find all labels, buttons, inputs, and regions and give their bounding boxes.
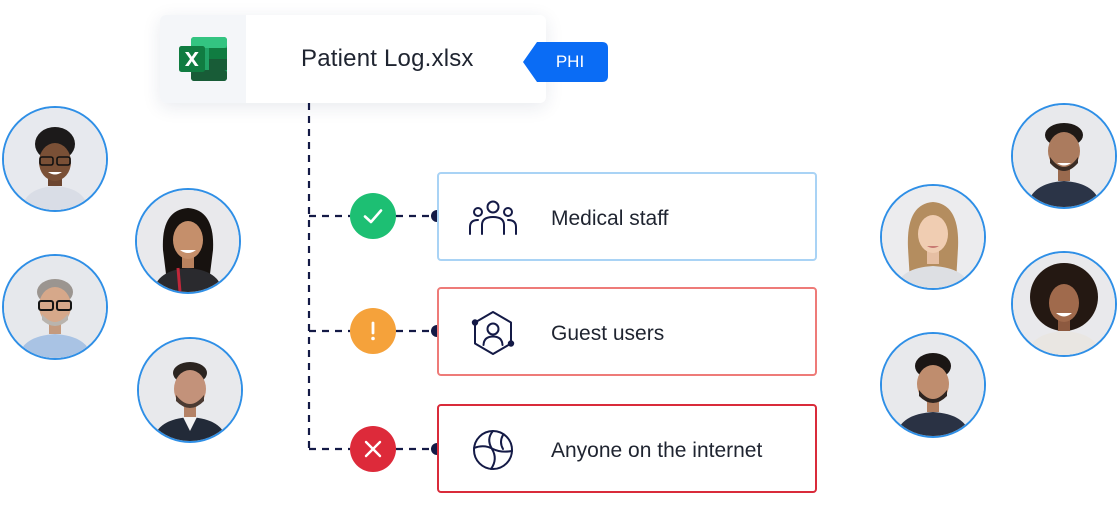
- avatar-person-2: [135, 188, 241, 294]
- access-row-guest-users[interactable]: Guest users: [437, 287, 817, 376]
- avatar-person-6: [880, 184, 986, 290]
- avatar-person-5: [1011, 103, 1117, 209]
- row-label-anyone-internet: Anyone on the internet: [551, 439, 763, 462]
- person-photo: [1013, 253, 1115, 355]
- access-row-anyone-internet[interactable]: Anyone on the internet: [437, 404, 817, 493]
- file-card[interactable]: Patient Log.xlsx: [160, 15, 546, 103]
- row-label-medical-staff: Medical staff: [551, 207, 669, 230]
- status-blocked: [350, 426, 396, 472]
- globe-icon: [467, 426, 519, 474]
- avatar-person-8: [880, 332, 986, 438]
- check-icon: [363, 209, 383, 224]
- avatar-person-1: [2, 106, 108, 212]
- avatar-person-3: [2, 254, 108, 360]
- person-photo: [139, 339, 241, 441]
- person-photo: [1013, 105, 1115, 207]
- person-photo: [882, 334, 984, 436]
- status-allowed: [350, 193, 396, 239]
- file-name: Patient Log.xlsx: [301, 45, 474, 72]
- phi-tag: [523, 42, 608, 82]
- guest-user-icon: [467, 309, 519, 357]
- status-warning: [350, 308, 396, 354]
- row-label-guest-users: Guest users: [551, 322, 665, 345]
- person-photo: [882, 186, 984, 288]
- access-row-medical-staff[interactable]: Medical staff: [437, 172, 817, 261]
- avatar-person-4: [137, 337, 243, 443]
- excel-icon: [179, 37, 227, 81]
- group-icon: [467, 194, 519, 242]
- person-photo: [4, 108, 106, 210]
- file-icon-panel: [160, 15, 246, 103]
- avatar-person-7: [1011, 251, 1117, 357]
- phi-tag-label: PHI: [555, 52, 585, 71]
- exclamation-icon: [371, 321, 375, 341]
- person-photo: [4, 256, 106, 358]
- x-icon: [364, 440, 382, 458]
- person-photo: [137, 190, 239, 292]
